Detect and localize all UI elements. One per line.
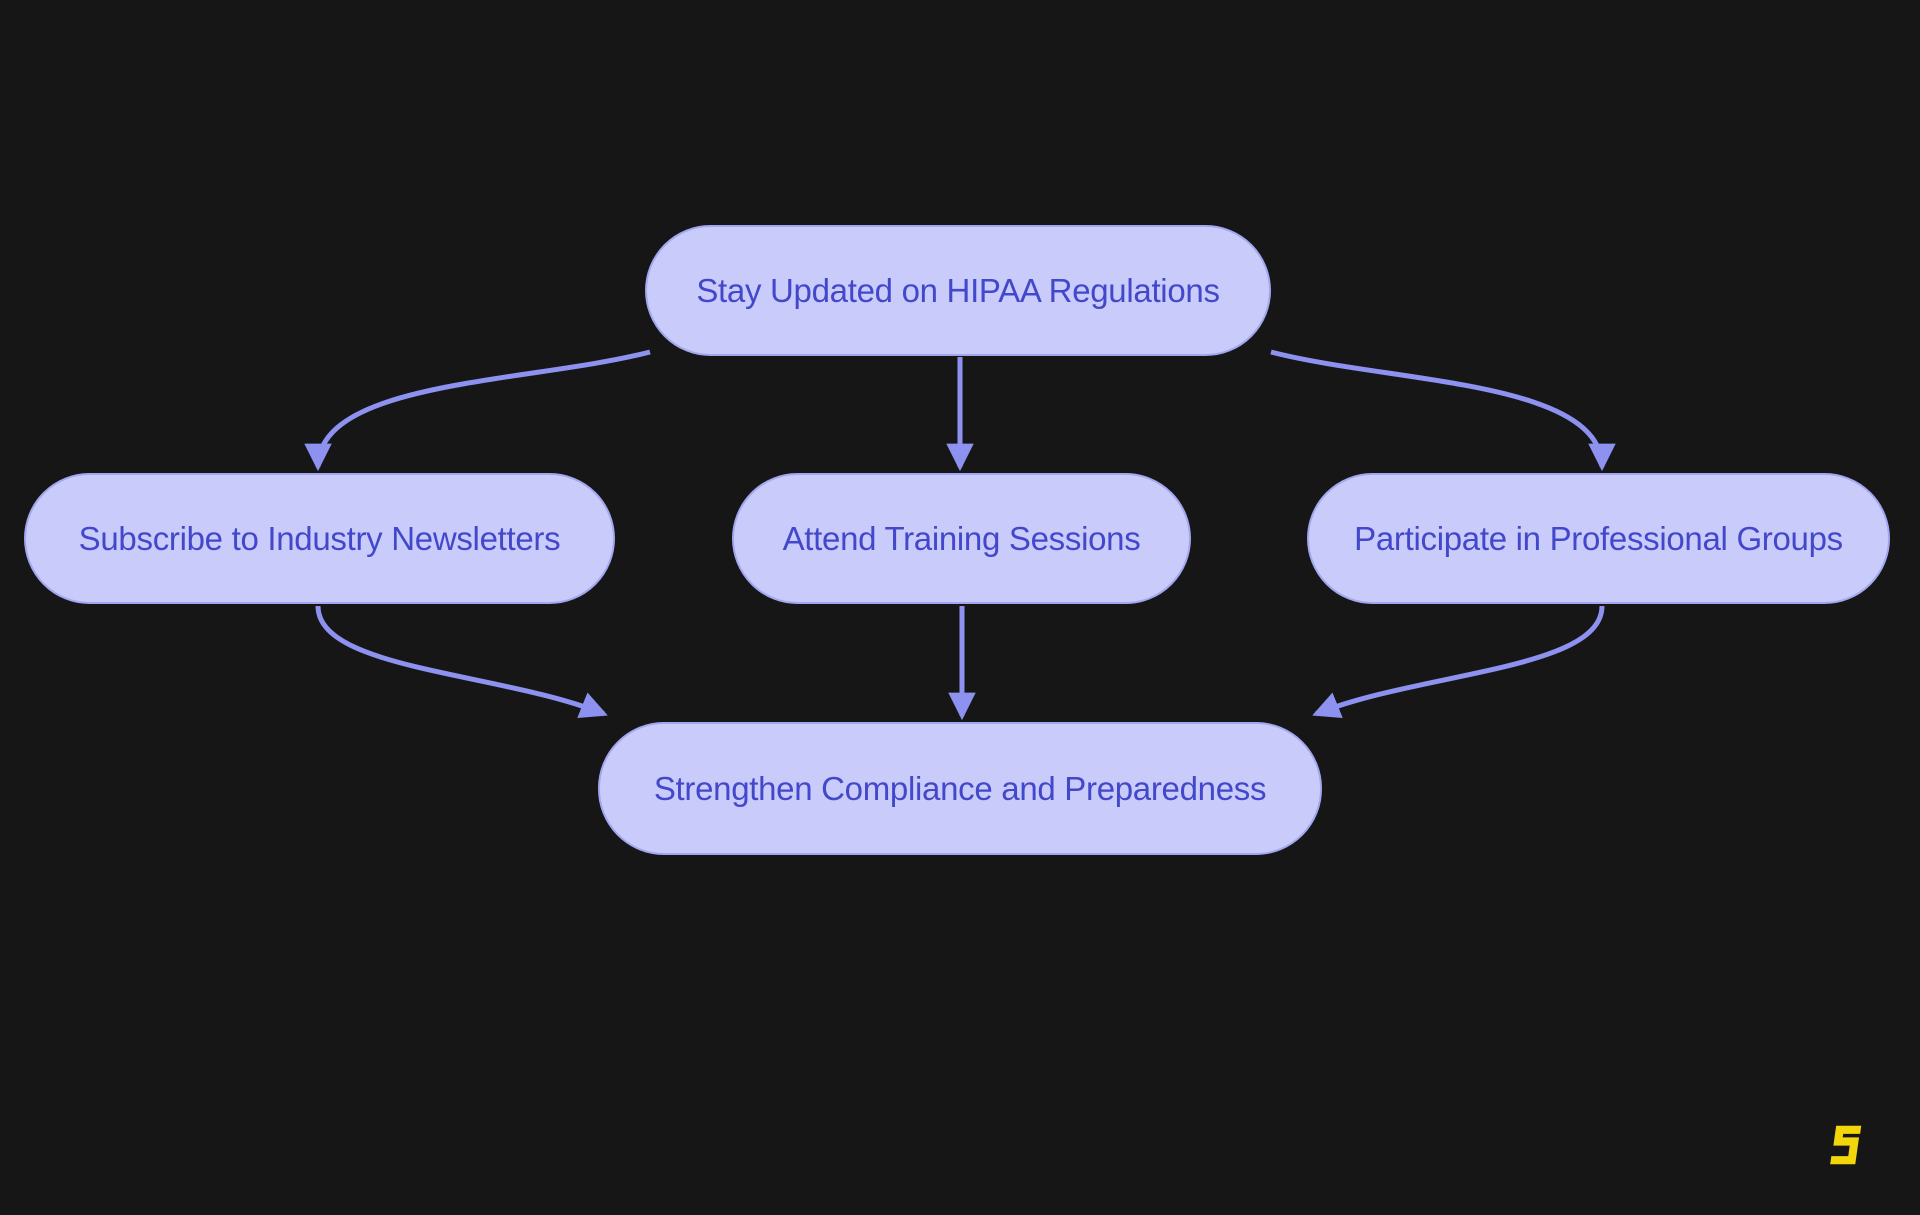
node-stay-updated: Stay Updated on HIPAA Regulations xyxy=(645,225,1271,356)
node-participate-groups: Participate in Professional Groups xyxy=(1307,473,1890,604)
edge-top-to-left xyxy=(304,349,651,472)
node-subscribe-newsletters: Subscribe to Industry Newsletters xyxy=(24,473,615,604)
s-logo-icon xyxy=(1830,1125,1862,1165)
edge-top-to-right xyxy=(1270,349,1616,472)
node-attend-training-label: Attend Training Sessions xyxy=(782,519,1141,557)
node-stay-updated-label: Stay Updated on HIPAA Regulations xyxy=(696,271,1220,309)
edge-right-to-bottom xyxy=(1312,605,1605,719)
node-participate-groups-label: Participate in Professional Groups xyxy=(1354,519,1843,557)
node-strengthen-compliance: Strengthen Compliance and Preparedness xyxy=(598,722,1322,855)
edge-left-to-bottom xyxy=(315,605,608,719)
node-strengthen-compliance-label: Strengthen Compliance and Preparedness xyxy=(653,769,1267,807)
node-attend-training: Attend Training Sessions xyxy=(732,473,1191,604)
node-subscribe-newsletters-label: Subscribe to Industry Newsletters xyxy=(78,519,561,557)
